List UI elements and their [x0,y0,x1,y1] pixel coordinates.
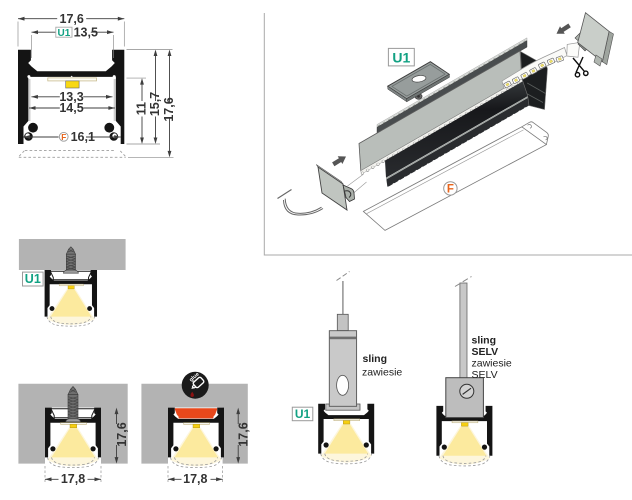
svg-text:17,6: 17,6 [237,422,251,446]
svg-text:sling: sling [363,353,388,365]
svg-text:zawiesie: zawiesie [472,358,512,370]
svg-text:F: F [61,133,66,142]
svg-text:U1: U1 [392,49,410,65]
svg-text:15,7: 15,7 [148,92,162,116]
svg-text:17,8: 17,8 [183,472,207,486]
svg-text:zawiesie: zawiesie [362,367,402,379]
svg-text:13,5: 13,5 [74,26,98,40]
svg-text:SELV: SELV [472,369,498,381]
svg-text:14,5: 14,5 [59,101,83,115]
svg-text:17,6: 17,6 [115,422,129,446]
svg-text:SELV: SELV [472,346,499,358]
svg-text:16,1: 16,1 [71,130,95,144]
svg-text:17,8: 17,8 [61,472,85,486]
svg-text:F: F [447,184,454,196]
svg-text:sling: sling [472,335,497,347]
svg-text:U1: U1 [58,28,71,39]
svg-text:glue: glue [188,371,200,383]
svg-text:U1: U1 [295,407,311,421]
svg-text:17,6: 17,6 [60,12,84,26]
svg-text:17,6: 17,6 [162,97,176,121]
svg-text:11: 11 [135,102,149,115]
svg-text:U1: U1 [25,272,41,286]
svg-text:13,3: 13,3 [59,90,83,104]
